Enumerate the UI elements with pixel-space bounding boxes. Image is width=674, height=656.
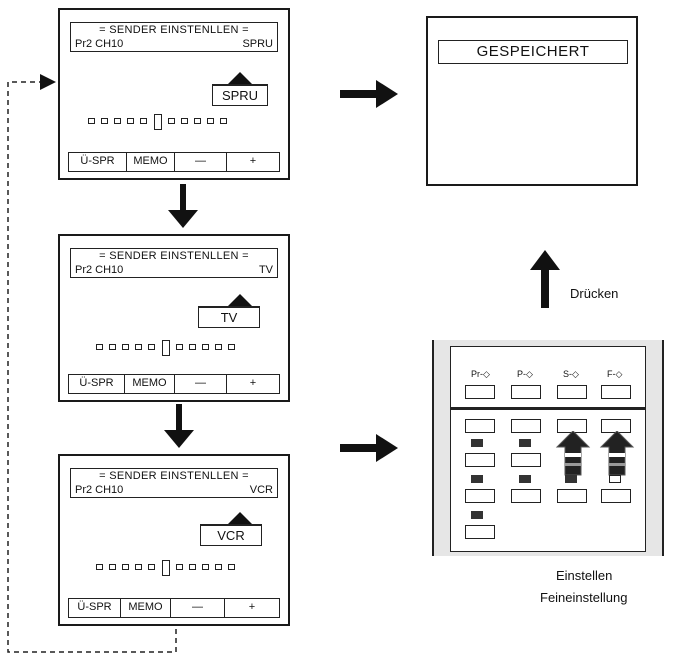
saved-message: GESPEICHERT [438, 40, 628, 64]
key-label-f: F-◇ [607, 369, 623, 379]
pointer-triangle [228, 72, 252, 84]
caption-fine: Feineinstellung [540, 590, 628, 605]
key-symbol-icon [471, 475, 483, 483]
remote-control: Pr-◇ P-◇ S-◇ F-◇ [432, 340, 664, 556]
down-arrow-2 [164, 404, 194, 448]
key-symbol-icon [609, 475, 621, 483]
memo-button[interactable]: MEMO [125, 375, 175, 393]
screen-header: = SENDER EINSTENLLEN = Pr2 CH10 TV [70, 248, 278, 278]
remote-key-pr[interactable] [465, 385, 495, 399]
header-title: = SENDER EINSTENLLEN = [99, 250, 249, 262]
remote-key[interactable] [557, 489, 587, 503]
tuning-scale [96, 340, 256, 356]
minus-button[interactable]: — [175, 375, 227, 393]
header-program: Pr2 CH10 [75, 264, 124, 276]
u-spr-button[interactable]: Ü-SPR [69, 599, 121, 617]
remote-key[interactable] [601, 489, 631, 503]
press-hand-icon [555, 431, 591, 476]
loop-arrowhead [40, 74, 56, 90]
key-label-pr: Pr-◇ [471, 369, 490, 379]
header-title: = SENDER EINSTENLLEN = [99, 24, 249, 36]
screen-vcr: = SENDER EINSTENLLEN = Pr2 CH10 VCR VCR … [58, 454, 290, 626]
button-bar: Ü-SPR MEMO — + [68, 152, 280, 172]
press-hand-icon [599, 431, 635, 476]
header-program: Pr2 CH10 [75, 484, 124, 496]
right-arrow-top [340, 80, 398, 108]
up-arrow [530, 250, 560, 308]
button-bar: Ü-SPR MEMO — + [68, 598, 280, 618]
mode-label: VCR [200, 524, 262, 546]
tuning-scale [96, 560, 256, 576]
key-symbol-icon [565, 475, 577, 483]
remote-key[interactable] [511, 489, 541, 503]
remote-key-p[interactable] [511, 385, 541, 399]
tuning-scale [88, 114, 248, 130]
remote-key[interactable] [465, 453, 495, 467]
plus-button[interactable]: + [248, 601, 256, 613]
remote-key[interactable] [465, 489, 495, 503]
screen-header: = SENDER EINSTENLLEN = Pr2 CH10 SPRU [70, 22, 278, 52]
plus-button[interactable]: + [249, 155, 257, 167]
dashed-return-path [7, 81, 177, 653]
screen-spru: = SENDER EINSTENLLEN = Pr2 CH10 SPRU SPR… [58, 8, 290, 180]
screen-header: = SENDER EINSTENLLEN = Pr2 CH10 VCR [70, 468, 278, 498]
header-mode: VCR [249, 484, 273, 496]
key-label-p: P-◇ [517, 369, 533, 379]
header-program: Pr2 CH10 [75, 38, 124, 50]
remote-key-panel: Pr-◇ P-◇ S-◇ F-◇ [450, 346, 646, 552]
header-title: = SENDER EINSTENLLEN = [99, 470, 249, 482]
remote-key[interactable] [511, 453, 541, 467]
caption-press: Drücken [570, 286, 619, 301]
mode-label: TV [198, 306, 260, 328]
key-label-s: S-◇ [563, 369, 579, 379]
pointer-triangle [228, 294, 252, 306]
button-bar: Ü-SPR MEMO — + [68, 374, 280, 394]
key-symbol-icon [471, 511, 483, 519]
minus-button[interactable]: — [171, 599, 225, 617]
remote-key[interactable] [465, 419, 495, 433]
down-arrow-1 [168, 184, 198, 228]
memo-button[interactable]: MEMO [121, 599, 171, 617]
remote-key-s[interactable] [557, 385, 587, 399]
key-symbol-icon [519, 475, 531, 483]
key-symbol-icon [519, 439, 531, 447]
plus-button[interactable]: + [249, 377, 257, 389]
u-spr-button[interactable]: Ü-SPR [69, 153, 127, 171]
caption-set: Einstellen [556, 568, 613, 583]
screen-saved: GESPEICHERT [426, 16, 638, 186]
screen-tv: = SENDER EINSTENLLEN = Pr2 CH10 TV TV Ü-… [58, 234, 290, 402]
remote-key[interactable] [511, 419, 541, 433]
header-mode: SPRU [242, 38, 273, 50]
memo-button[interactable]: MEMO [127, 153, 175, 171]
remote-key-f[interactable] [601, 385, 631, 399]
u-spr-button[interactable]: Ü-SPR [69, 375, 125, 393]
pointer-triangle [228, 512, 252, 524]
mode-label: SPRU [212, 84, 268, 106]
header-mode: TV [258, 264, 273, 276]
key-symbol-icon [471, 439, 483, 447]
right-arrow-bottom [340, 434, 398, 462]
remote-divider [451, 407, 645, 410]
remote-key[interactable] [465, 525, 495, 539]
minus-button[interactable]: — [175, 153, 227, 171]
